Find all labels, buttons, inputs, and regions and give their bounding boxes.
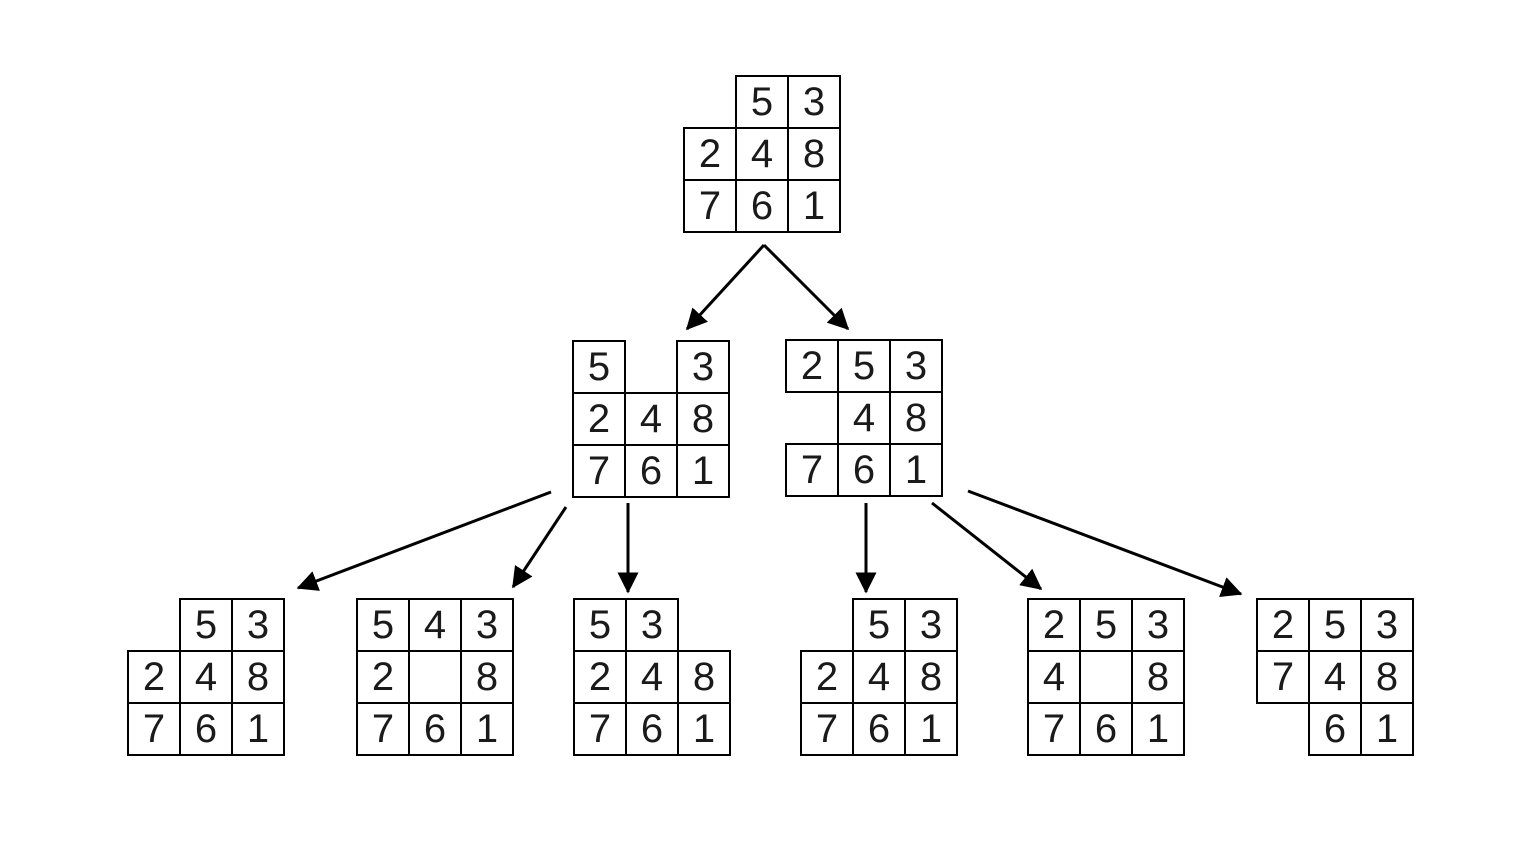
puzzle-tile: 5 — [1079, 598, 1133, 652]
puzzle-tile: 4 — [624, 392, 678, 446]
puzzle-tile: 2 — [785, 339, 839, 393]
puzzle-tile: 8 — [904, 650, 958, 704]
puzzle-tile: 4 — [179, 650, 233, 704]
puzzle-tile: 5 — [572, 340, 626, 394]
puzzle-tile: 1 — [1131, 702, 1185, 756]
puzzle-tile: 2 — [800, 650, 854, 704]
puzzle-tile: 2 — [573, 650, 627, 704]
puzzle-tile: 1 — [676, 444, 730, 498]
puzzle-tile: 6 — [735, 179, 789, 233]
puzzle-tile: 4 — [1027, 650, 1081, 704]
puzzle-tile: 5 — [852, 598, 906, 652]
puzzle-tile: 6 — [624, 444, 678, 498]
tree-edge-arrow-child-2-to-grandchild-5 — [931, 501, 1043, 591]
puzzle-tile: 1 — [460, 702, 514, 756]
puzzle-tile: 7 — [683, 179, 737, 233]
puzzle-tile: 8 — [1131, 650, 1185, 704]
puzzle-tile: 7 — [1256, 650, 1310, 704]
puzzle-tile: 6 — [179, 702, 233, 756]
puzzle-tile: 4 — [625, 650, 679, 704]
puzzle-tile: 1 — [1360, 702, 1414, 756]
puzzle-tile: 6 — [837, 443, 891, 497]
puzzle-tile: 7 — [1027, 702, 1081, 756]
puzzle-tile: 2 — [356, 650, 410, 704]
puzzle-tile: 6 — [625, 702, 679, 756]
puzzle-tile: 2 — [1027, 598, 1081, 652]
puzzle-tile: 1 — [904, 702, 958, 756]
puzzle-tile: 1 — [889, 443, 943, 497]
tree-edge-arrow-child-1-to-grandchild-1 — [296, 490, 552, 591]
puzzle-tile: 8 — [676, 392, 730, 446]
puzzle-tile: 4 — [1308, 650, 1362, 704]
puzzle-tile: 4 — [852, 650, 906, 704]
tree-edge-arrow-root-to-child-2 — [762, 243, 850, 331]
puzzle-tile: 1 — [677, 702, 731, 756]
puzzle-tile: 3 — [1131, 598, 1185, 652]
puzzle-tile: 3 — [625, 598, 679, 652]
puzzle-tile: 3 — [1360, 598, 1414, 652]
puzzle-tile: 2 — [127, 650, 181, 704]
tree-edge-arrow-root-to-child-1 — [685, 243, 766, 331]
puzzle-tile: 6 — [1079, 702, 1133, 756]
puzzle-tile: 5 — [573, 598, 627, 652]
puzzle-tile: 8 — [787, 127, 841, 181]
puzzle-tile: 5 — [179, 598, 233, 652]
puzzle-tile: 3 — [460, 598, 514, 652]
puzzle-tile: 6 — [1308, 702, 1362, 756]
puzzle-tile: 5 — [1308, 598, 1362, 652]
puzzle-tile: 3 — [231, 598, 285, 652]
puzzle-tile: 1 — [787, 179, 841, 233]
puzzle-tile: 5 — [356, 598, 410, 652]
puzzle-tile: 7 — [356, 702, 410, 756]
puzzle-tile: 3 — [904, 598, 958, 652]
puzzle-tile: 2 — [683, 127, 737, 181]
puzzle-tile: 8 — [677, 650, 731, 704]
puzzle-tile: 8 — [460, 650, 514, 704]
puzzle-tile: 6 — [408, 702, 462, 756]
puzzle-tile: 4 — [735, 127, 789, 181]
puzzle-tile: 4 — [837, 391, 891, 445]
puzzle-tile: 4 — [408, 598, 462, 652]
puzzle-tile: 7 — [785, 443, 839, 497]
puzzle-tile: 3 — [889, 339, 943, 393]
puzzle-tile: 5 — [735, 75, 789, 129]
puzzle-tile: 2 — [1256, 598, 1310, 652]
puzzle-tile: 7 — [573, 702, 627, 756]
tree-edge-arrow-child-2-to-grandchild-6 — [967, 489, 1243, 597]
puzzle-tile: 5 — [837, 339, 891, 393]
puzzle-tile: 7 — [572, 444, 626, 498]
puzzle-tile: 8 — [889, 391, 943, 445]
tree-edge-group — [296, 243, 1243, 597]
tree-edge-arrow-child-1-to-grandchild-2 — [511, 506, 568, 589]
puzzle-tile: 7 — [800, 702, 854, 756]
puzzle-tile: 8 — [231, 650, 285, 704]
puzzle-tile: 8 — [1360, 650, 1414, 704]
puzzle-tile: 1 — [231, 702, 285, 756]
puzzle-tile: 3 — [676, 340, 730, 394]
puzzle-tile: 7 — [127, 702, 181, 756]
puzzle-tile: 2 — [572, 392, 626, 446]
puzzle-tile: 6 — [852, 702, 906, 756]
puzzle-tile: 3 — [787, 75, 841, 129]
